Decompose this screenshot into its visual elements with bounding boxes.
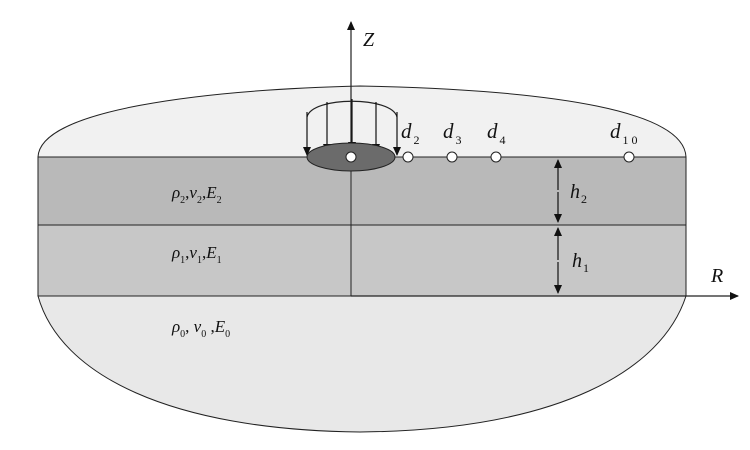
layer-0-properties: ρ0, v0 ,E0 [171,317,230,340]
z-axis-label: Z [363,29,375,51]
sensor-d2-marker [402,151,414,163]
sensor-d10-marker [623,151,635,163]
layer-2-properties: ρ2,v2,E2 [171,183,222,206]
sensor-d1-marker [345,151,357,163]
upper-dome [37,85,687,158]
subgrade-halfspace [37,295,687,433]
sensor-d4-marker [490,151,502,163]
h1-label: h1 [572,250,589,275]
layer-1-properties: ρ1,v1,E1 [171,243,222,266]
h2-label: h2 [570,181,587,206]
sensor-d3-marker [446,151,458,163]
load-distribution [303,99,401,156]
r-axis-label: R [710,265,723,287]
